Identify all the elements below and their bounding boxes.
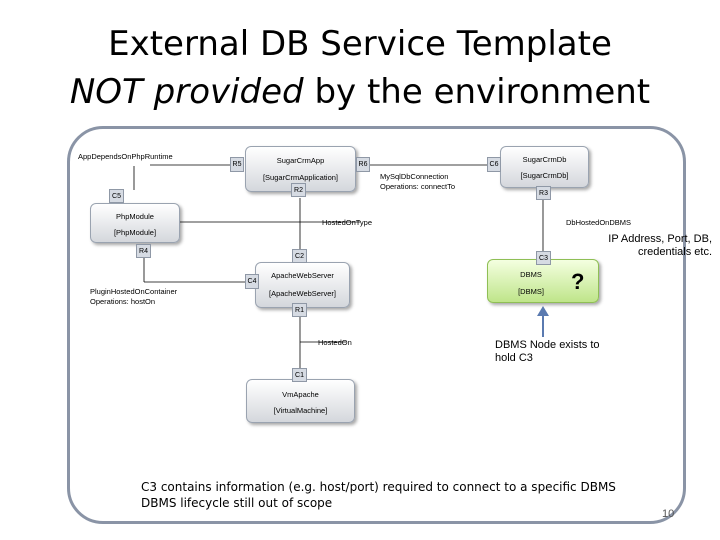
node-dbms[interactable]: DBMS [DBMS]: [487, 259, 599, 303]
annotation-dbms-props: IP Address, Port, DB, credentials etc.: [608, 233, 712, 258]
port-c5[interactable]: C5: [109, 189, 124, 203]
node-type: [VirtualMachine]: [273, 406, 328, 415]
node-apache-web-server[interactable]: ApacheWebServer [ApacheWebServer]: [255, 262, 350, 308]
port-c2[interactable]: C2: [292, 249, 307, 263]
label-db-hosted-on-dbms: DbHostedOnDBMS: [566, 218, 632, 227]
port-r2[interactable]: R2: [291, 183, 306, 197]
arrow-head: [537, 306, 549, 316]
port-c1[interactable]: C1: [292, 368, 307, 382]
slide-title-line2: NOT provided by the environment: [0, 72, 720, 112]
label-mysql-ops: Operations: connectTo: [380, 182, 456, 191]
port-r4[interactable]: R4: [136, 244, 151, 258]
node-type: [PhpModule]: [113, 228, 157, 237]
node-name: SugarCrmApp: [276, 156, 325, 165]
node-name: SugarCrmDb: [522, 155, 567, 164]
port-r6[interactable]: R6: [356, 157, 370, 172]
slide-title-line1: External DB Service Template: [108, 24, 612, 64]
node-name: DBMS: [520, 270, 542, 279]
port-r5[interactable]: R5: [230, 157, 244, 172]
label-app-depends: AppDependsOnPhpRuntime: [78, 152, 173, 161]
label-hosted-on-type: HostedOnType: [322, 218, 373, 227]
port-c6[interactable]: C6: [487, 157, 501, 172]
node-sugarcrm-db[interactable]: SugarCrmDb [SugarCrmDb]: [500, 146, 589, 188]
port-c3[interactable]: C3: [536, 251, 551, 265]
annotation-dbms-node: DBMS Node exists to hold C3: [495, 339, 600, 364]
node-type: [ApacheWebServer]: [269, 289, 336, 298]
node-name: ApacheWebServer: [271, 271, 334, 280]
bottom-note-2: DBMS lifecycle still out of scope: [141, 496, 333, 510]
node-type: [SugarCrmApplication]: [262, 173, 339, 182]
page-number: 10: [662, 508, 675, 520]
port-c4[interactable]: C4: [245, 274, 259, 289]
label-plugin-hosted: PluginHostedOnContainer: [90, 287, 178, 296]
service-template-frame: [67, 126, 686, 524]
label-plugin-ops: Operations: hostOn: [90, 297, 156, 306]
node-php-module[interactable]: PhpModule [PhpModule]: [90, 203, 180, 243]
node-vm-apache[interactable]: VmApache [VirtualMachine]: [246, 379, 355, 423]
label-mysql-conn: MySqlDbConnection: [380, 172, 449, 181]
node-type: [DBMS]: [518, 287, 544, 296]
title-emphasis: NOT provided: [69, 72, 304, 112]
label-hosted-on: HostedOn: [318, 338, 352, 347]
bottom-notes: C3 contains information (e.g. host/port)…: [141, 479, 616, 511]
port-r3[interactable]: R3: [536, 186, 551, 200]
title-rest: by the environment: [303, 72, 651, 112]
node-name: VmApache: [282, 390, 319, 399]
node-type: [SugarCrmDb]: [520, 171, 569, 180]
node-name: PhpModule: [116, 212, 154, 221]
question-mark: ?: [571, 269, 585, 294]
bottom-note-1: C3 contains information (e.g. host/port)…: [141, 480, 616, 494]
port-r1[interactable]: R1: [292, 303, 307, 317]
